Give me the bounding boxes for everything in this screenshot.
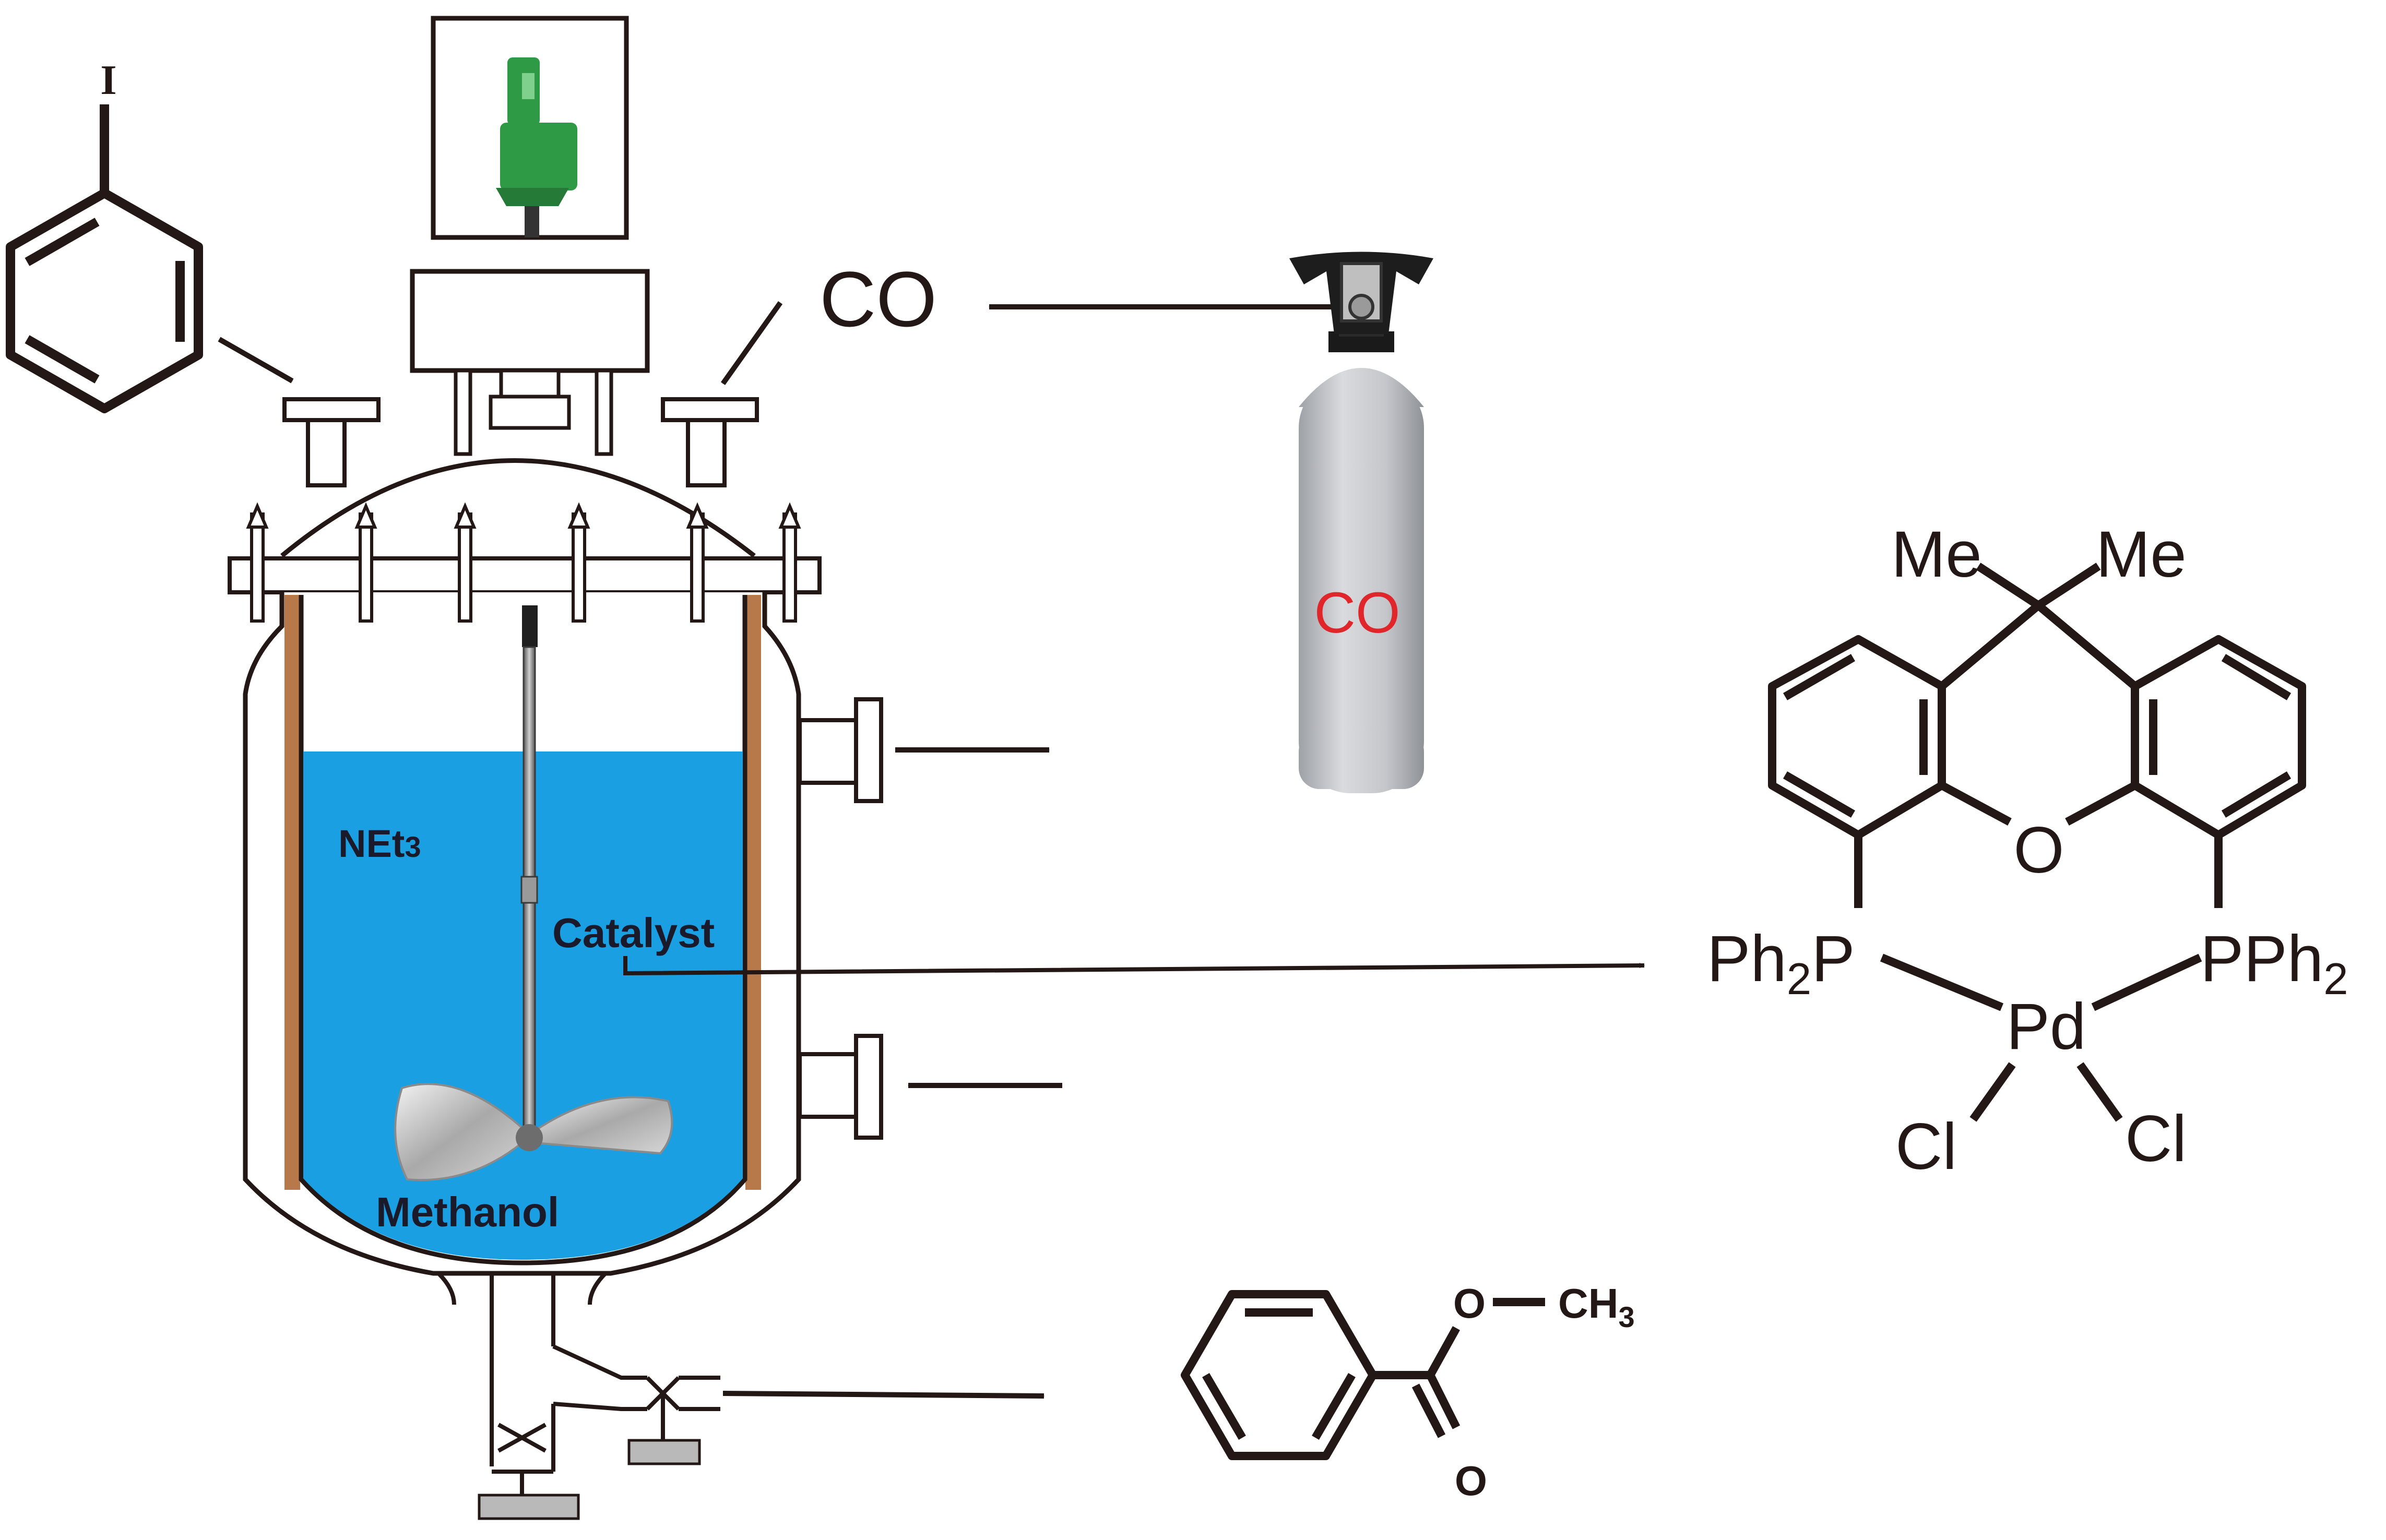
flange-bolts (246, 502, 801, 623)
chloride-right-label: Cl (2125, 1103, 2187, 1175)
feed-nozzle-left (282, 397, 381, 487)
product-outlet-arrow (722, 1391, 1044, 1399)
stirrer-shaft (520, 605, 538, 1144)
palladium-label: Pd (2007, 990, 2086, 1063)
catalyst-pointer-arrow (623, 956, 1645, 976)
methyl-right-label: Me (2096, 518, 2187, 591)
catalyst-label: Catalyst (552, 910, 715, 956)
valve-handles (478, 1439, 701, 1520)
impeller (394, 1083, 673, 1181)
motor-icon (496, 57, 577, 237)
jacket-inlet-nozzle (798, 1034, 883, 1140)
iodobenzene-feed-arrow (218, 337, 294, 384)
methyl-group-label: CH3 (1558, 1280, 1635, 1333)
bridge-oxygen-label: O (2013, 814, 2064, 887)
cylinder-label: CO (1314, 581, 1400, 645)
xantphos-pdcl2-structure (1768, 563, 2306, 1122)
co-feed-label: CO (820, 255, 937, 343)
methyl-benzoate-structure (1181, 1290, 1545, 1460)
chloride-left-label: Cl (1895, 1111, 1957, 1183)
iodine-label: I (100, 57, 116, 103)
phosphine-left-label: Ph2P (1707, 923, 1855, 1004)
jacket-outlet-nozzle (798, 697, 883, 803)
bottom-drain-valves (490, 1273, 720, 1498)
solvent-label: Methanol (376, 1189, 559, 1235)
methyl-left-label: Me (1891, 518, 1982, 591)
phosphine-right-label: PPh2 (2200, 923, 2348, 1004)
carbonyl-oxygen-label: O (1455, 1458, 1487, 1504)
ester-oxygen-label: O (1453, 1280, 1486, 1327)
feed-nozzle-right (661, 397, 759, 487)
stirrer-drive (410, 16, 650, 456)
co-gas-cylinder (1289, 252, 1433, 793)
base-label: NEt3 (338, 822, 421, 865)
co-feed-arrow (720, 301, 783, 385)
iodobenzene-structure (6, 104, 203, 413)
